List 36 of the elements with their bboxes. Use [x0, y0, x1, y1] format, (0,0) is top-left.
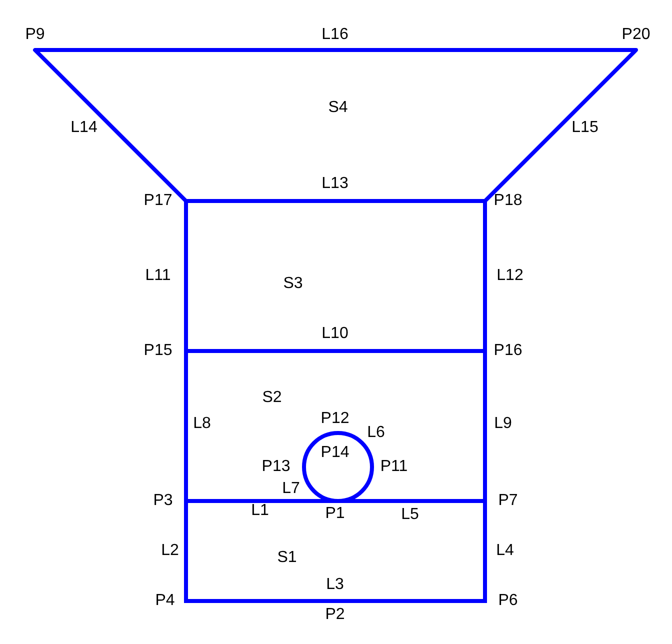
region-label: S1: [277, 550, 297, 566]
line-label: L7: [282, 481, 300, 497]
point-label: P9: [25, 27, 45, 43]
point-label: P13: [262, 459, 290, 475]
line-label: L10: [322, 326, 348, 342]
point-label: P4: [155, 593, 175, 609]
point-label: P16: [494, 343, 522, 359]
point-label: P15: [144, 343, 172, 359]
region-label: S3: [283, 276, 303, 292]
line-label: L12: [496, 268, 524, 284]
line-label: L11: [145, 268, 171, 284]
point-label: P18: [494, 193, 522, 209]
line-label: L6: [367, 425, 385, 441]
point-label: P11: [380, 459, 408, 475]
point-label: P6: [498, 593, 518, 609]
line-label: L15: [572, 120, 598, 136]
line-label: L9: [494, 416, 512, 432]
line-label: L13: [322, 176, 348, 192]
point-label: P1: [325, 506, 345, 522]
point-label: P17: [144, 193, 172, 209]
line-label: L3: [326, 577, 344, 593]
point-label: P14: [320, 445, 350, 461]
line-label: L4: [496, 543, 514, 559]
region-label: S4: [328, 100, 348, 116]
line-label: L14: [70, 120, 98, 136]
line-label: L2: [161, 543, 179, 559]
line-label: L5: [401, 507, 419, 523]
point-label: P3: [153, 493, 173, 509]
point-label: P2: [325, 607, 345, 623]
point-label: P7: [498, 493, 518, 509]
point-label: P20: [622, 27, 650, 43]
region-label: S2: [262, 390, 282, 406]
point-label: P12: [320, 411, 350, 427]
line-label: L8: [193, 416, 211, 432]
line-label: L16: [322, 27, 348, 43]
line-label: L1: [251, 503, 269, 519]
